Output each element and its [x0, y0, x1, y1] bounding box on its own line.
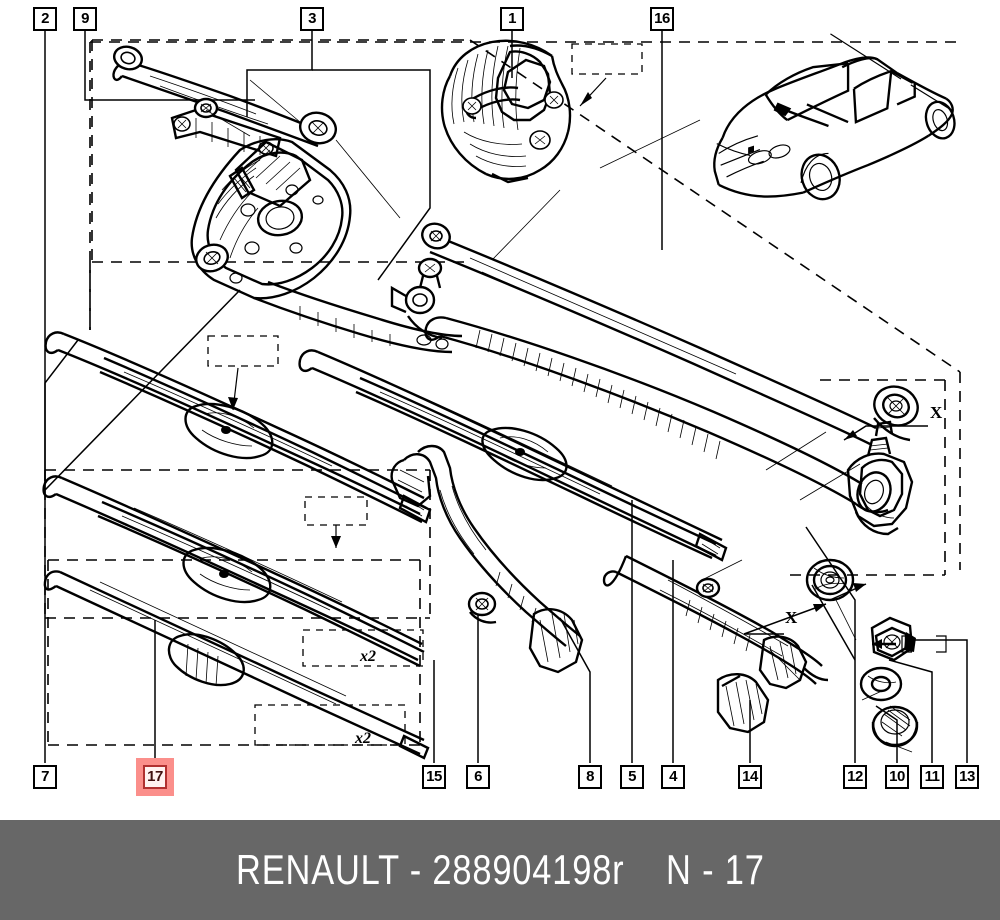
placeholder-box-3 [304, 496, 368, 526]
callout-3[interactable]: 3 [300, 7, 324, 31]
callout-10[interactable]: 10 [885, 765, 909, 789]
placeholder-arrows [228, 77, 607, 548]
callout-16[interactable]: 16 [650, 7, 674, 31]
wiper-blade-upper-left [44, 331, 432, 524]
footer-bar: RENAULT - 288904198r N - 17 [0, 820, 1000, 920]
callout-11[interactable]: 11 [920, 765, 944, 789]
callout-12[interactable]: 12 [843, 765, 867, 789]
wiper-motor [440, 39, 572, 184]
placeholder-box-1 [571, 43, 643, 75]
arm-end-cap [716, 673, 770, 734]
group-box-linkage [89, 41, 960, 330]
callout-2[interactable]: 2 [33, 7, 57, 31]
detail-x-leaders [743, 425, 928, 635]
wiper-blade-middle [298, 349, 728, 562]
callout-8[interactable]: 8 [578, 765, 602, 789]
wiper-arm-right [602, 554, 829, 690]
callout-6[interactable]: 6 [466, 765, 490, 789]
callout-4[interactable]: 4 [661, 765, 685, 789]
footer-part-reference: RENAULT - 288904198r N - 17 [235, 846, 765, 893]
callout-13[interactable]: 13 [955, 765, 979, 789]
quantity-label-arms: x2 [360, 648, 376, 665]
detail-label-x-upper: X [930, 403, 943, 422]
callout-5[interactable]: 5 [620, 765, 644, 789]
diagram-canvas: .ln { fill:none; stroke:#000; stroke-wid… [42, 31, 968, 763]
wiper-blade-lower-left [42, 475, 425, 668]
wiper-linkage-assembly [112, 45, 463, 354]
linkage-rod-hatched [424, 316, 889, 514]
leader-lines-top [44, 31, 663, 492]
spindle-hardware [805, 558, 919, 748]
callout-15[interactable]: 15 [422, 765, 446, 789]
callout-9[interactable]: 9 [73, 7, 97, 31]
spindle-assembly-upper [846, 420, 914, 536]
internal-pointers [205, 79, 913, 753]
callout-14[interactable]: 14 [738, 765, 762, 789]
callout-17-selected[interactable]: 17 [136, 758, 174, 796]
vehicle-illustration [713, 33, 956, 201]
callout-7[interactable]: 7 [33, 765, 57, 789]
wiper-blade-rear [43, 570, 430, 760]
detail-label-x-lower: X [785, 608, 798, 627]
linkage-rod-long [421, 222, 919, 446]
group-box-spindle-right [790, 379, 946, 576]
wiper-arm-middle [390, 444, 584, 674]
quantity-label-blades: x2 [355, 730, 371, 747]
placeholder-box-5 [254, 704, 406, 746]
placeholder-box-2 [207, 335, 279, 367]
callout-1[interactable]: 1 [500, 7, 524, 31]
